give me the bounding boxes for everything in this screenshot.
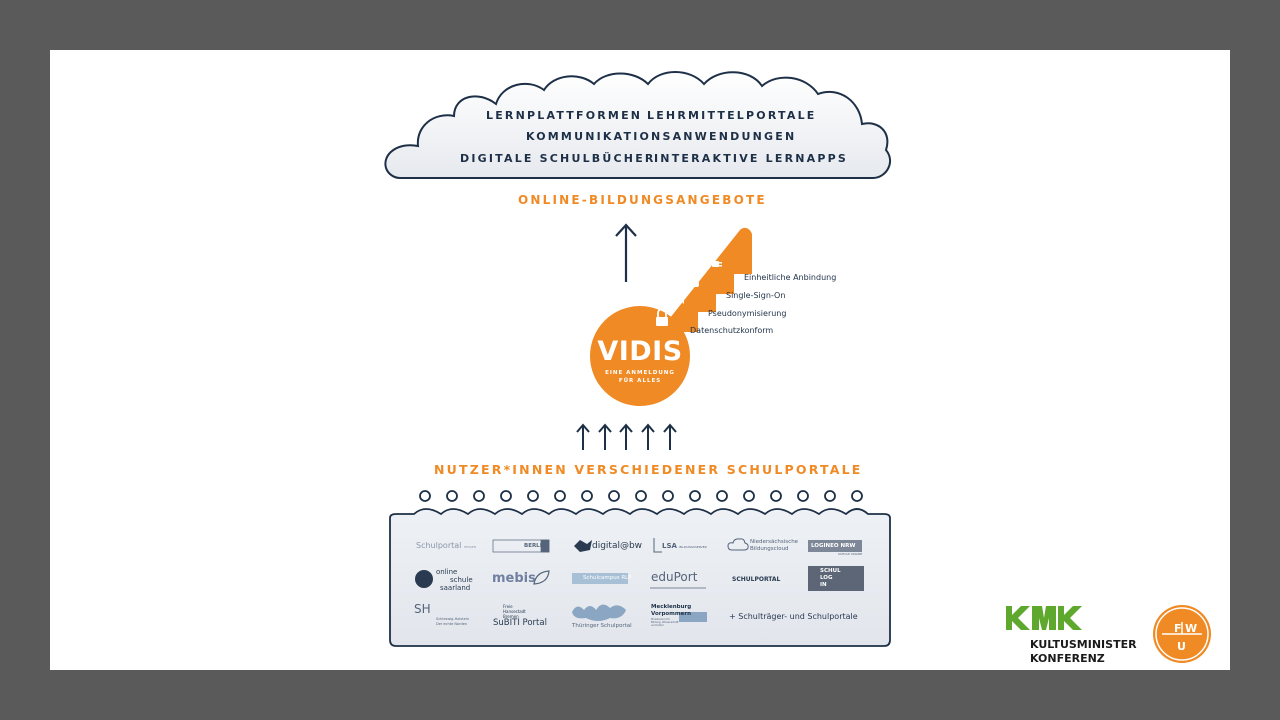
- feature-single-sign-on: Single-Sign-On: [726, 291, 786, 300]
- more-portals-text: + Schulträger- und Schulportale: [729, 612, 858, 621]
- kmk-wordmark: KULTUSMINISTER KONFERENZ: [1030, 638, 1137, 666]
- logo-sh: SH: [414, 602, 431, 616]
- arrow-up-single: [615, 223, 637, 282]
- berlin-logo-box: [492, 539, 550, 553]
- fwu-letter-f: F: [1174, 622, 1182, 635]
- logineo-box: [808, 540, 862, 552]
- cloud-small-icon: [727, 538, 749, 551]
- mv-image: [679, 612, 707, 622]
- logo-lsa: LSA BILDUNGSSERVER: [662, 542, 707, 552]
- subiti-line3: Bremen: [503, 614, 519, 619]
- online-line1: online: [436, 568, 458, 576]
- kmk-line1: KULTUSMINISTER: [1030, 638, 1137, 651]
- logo-logineo-small: SCHULE ONLINE: [838, 552, 863, 556]
- logo-sh-text: Schleswig-Holstein Der echte Norden: [436, 617, 469, 627]
- schullogin-line1: SCHUL: [820, 568, 841, 574]
- bird-icon: [574, 540, 592, 552]
- logo-mv-small: Ministerium für Bildung, Wissenschaft un…: [651, 618, 679, 627]
- cloud-item-lehrmittelportale: LEHRMITTELPORTALE: [647, 109, 817, 122]
- vidis-subtitle: EINE ANMELDUNG FÜR ALLES: [590, 369, 690, 385]
- portal-box: [389, 508, 891, 647]
- arrows-up-group: [576, 423, 677, 450]
- schullogin-line3: IN: [820, 582, 827, 588]
- diagram-graphics: [384, 71, 892, 647]
- feature-datenschutzkonform: Datenschutzkonform: [690, 326, 774, 335]
- cloud-item-kommunikationsanwendungen: KOMMUNIKATIONSANWENDUNGEN: [526, 130, 797, 143]
- thueringen-shape: [572, 604, 626, 621]
- nds-line2: Bildungscloud: [750, 546, 789, 552]
- fwu-letter-w: W: [1185, 622, 1197, 635]
- lsa-small: BILDUNGSSERVER: [679, 545, 707, 549]
- user-heads: [419, 490, 863, 502]
- logo-bremen: Freie Hansestadt Bremen: [503, 604, 526, 619]
- touch-icon: [688, 269, 700, 287]
- logo-mebis: mebis: [492, 571, 536, 586]
- online-line3: saarland: [440, 584, 471, 592]
- sh-line2: Der echte Norden: [436, 622, 468, 626]
- subiti-line2: Hansestadt: [503, 609, 526, 614]
- cloud-item-digitale-schulbuecher: DIGITALE SCHULBÜCHER: [460, 152, 656, 165]
- cloud-shape: [384, 71, 892, 179]
- logo-mecklenburg-vorpommern: Mecklenburg Vorpommern: [651, 604, 691, 617]
- lock-icon: [656, 308, 668, 326]
- vidis-title: VIDIS: [597, 336, 683, 367]
- logo-eduport: eduPort: [651, 570, 698, 584]
- logo-schullogin: SCHUL LOG IN: [820, 568, 841, 589]
- schullogin-box: [808, 566, 864, 591]
- schulportal-hessen-text: Schulportal: [416, 541, 462, 550]
- kmk-line2: KONFERENZ: [1030, 652, 1105, 665]
- schullogin-line2: LOG: [820, 575, 833, 581]
- heading-online-bildungsangebote: ONLINE-BILDUNGSANGEBOTE: [518, 193, 767, 207]
- kmk-logo-mark: [1006, 606, 1082, 630]
- subiti-line1: Freie: [503, 604, 513, 609]
- ghost-icon: [674, 291, 684, 304]
- logo-online-schule-saarland: online schule saarland: [436, 568, 473, 592]
- online-line2: schule: [450, 576, 473, 584]
- logo-subiti-portal: SuBITI Portal: [493, 618, 547, 628]
- mv-line2: Vorpommern: [651, 610, 691, 617]
- nds-line1: Niedersächsische: [750, 539, 799, 545]
- cloud-item-lernplattformen: LERNPLATTFORMEN: [486, 109, 643, 122]
- logo-schulportal-sachsen: SCHULPORTAL: [732, 576, 781, 583]
- plug-icon: [708, 261, 722, 267]
- feature-pseudonymisierung: Pseudonymisierung: [708, 309, 787, 318]
- logo-niedersaechsische-bildungscloud: Niedersächsische Bildungscloud: [750, 539, 798, 553]
- vidis-key: [590, 227, 752, 406]
- fwu-letter-u: U: [1177, 640, 1186, 653]
- mebis-leaf-icon: [533, 570, 550, 585]
- logo-schulcampus-rlp: Schulcampus RLP: [583, 575, 632, 581]
- slide: LERNPLATTFORMEN LEHRMITTELPORTALE KOMMUN…: [50, 50, 1230, 670]
- heading-nutzer-schulportale: NUTZER*INNEN VERSCHIEDENER SCHULPORTALE: [434, 462, 863, 477]
- logo-schulportal-hessen: Schulportal HESSEN: [416, 541, 476, 552]
- mv-line1: Mecklenburg: [651, 604, 692, 610]
- logo-thueringer-schulportal: Thüringer Schulportal: [572, 623, 632, 629]
- lsa-figure-icon: [653, 538, 662, 553]
- logo-digital-bw: digital@bw: [592, 541, 643, 551]
- feature-einheitliche-anbindung: Einheitliche Anbindung: [744, 273, 837, 282]
- fwu-logo: F W U: [1153, 605, 1211, 663]
- logo-berlin: BERLIN: [524, 543, 547, 549]
- lsa-text: LSA: [662, 542, 677, 550]
- schulportal-hessen-small: HESSEN: [463, 545, 477, 549]
- logo-logineo-nrw: LOGINEO NRW: [811, 543, 856, 549]
- online-schule-circle: [415, 570, 433, 588]
- sh-line1: Schleswig-Holstein: [436, 617, 469, 621]
- vidis-subtitle-line1: EINE ANMELDUNG: [605, 370, 675, 376]
- vidis-subtitle-line2: FÜR ALLES: [618, 378, 662, 384]
- schulcampus-box: [572, 573, 628, 584]
- cloud-item-interaktive-lernapps: INTERAKTIVE LERNAPPS: [654, 152, 849, 165]
